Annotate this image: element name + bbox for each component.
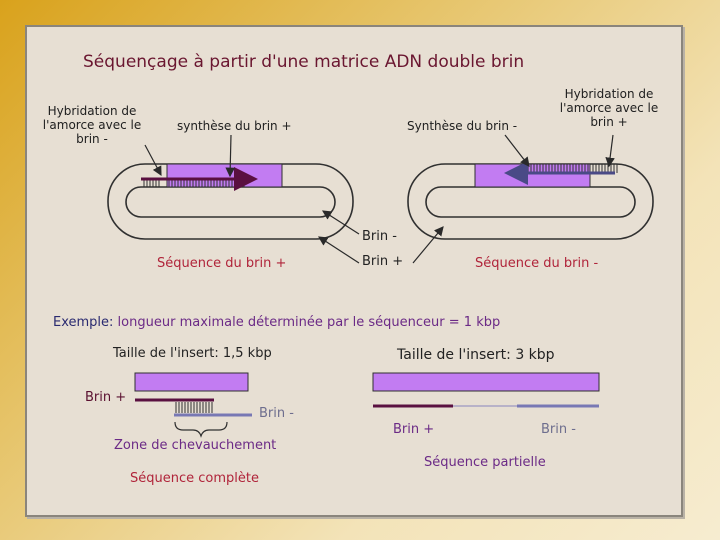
brin-plus-pointer-left [319, 237, 359, 263]
case2-insert-size: Taille de l'insert: 3 kbp [397, 347, 555, 363]
case1-insert-size: Taille de l'insert: 1,5 kbp [113, 347, 272, 362]
example-line: Exemple: longueur maximale déterminée pa… [53, 316, 500, 331]
case2-brin-plus: Brin + [393, 423, 434, 438]
left-hyb-line-1: Hybridation de [35, 105, 149, 119]
left-plasmid [108, 135, 353, 239]
right-plasmid [408, 135, 653, 239]
case1-overlap-brace [175, 422, 227, 436]
page-title: Séquençage à partir d'une matrice ADN do… [83, 53, 524, 73]
case1-graphic [135, 373, 252, 436]
case1-result: Séquence complète [130, 472, 259, 487]
left-sequence-label: Séquence du brin + [157, 257, 286, 272]
case2-result: Séquence partielle [424, 456, 546, 471]
left-hyb-line-2: l'amorce avec le [35, 119, 149, 133]
case1-overlap-label: Zone de chevauchement [114, 439, 276, 454]
right-hyb-pointer [609, 135, 613, 166]
brin-plus-pointer-right [413, 227, 443, 263]
right-hyb-line-2: l'amorce avec le [549, 102, 669, 116]
brin-plus-label: Brin + [362, 255, 403, 270]
brin-minus-pointer [323, 211, 359, 234]
example-text: longueur maximale déterminée par le séqu… [113, 315, 500, 330]
right-hyb-line-3: brin + [549, 116, 669, 130]
example-prefix: Exemple: [53, 315, 113, 330]
case1-brin-plus: Brin + [85, 391, 126, 406]
left-synth-label: synthèse du brin + [177, 120, 292, 134]
case1-brin-minus: Brin - [259, 407, 294, 422]
right-plasmid-inner [426, 187, 635, 217]
slide: Séquençage à partir d'une matrice ADN do… [25, 25, 683, 517]
right-hyb-label: Hybridation de l'amorce avec le brin + [549, 88, 669, 129]
right-sequence-label: Séquence du brin - [475, 257, 598, 272]
case1-insert [135, 373, 248, 391]
left-plasmid-inner [126, 187, 335, 217]
right-synth-pointer [505, 135, 529, 166]
left-hyb-line-3: brin - [35, 133, 149, 147]
case1-overlap-ticks [176, 402, 212, 413]
left-hyb-pointer [145, 145, 161, 175]
right-hyb-line-1: Hybridation de [549, 88, 669, 102]
case2-graphic [373, 373, 599, 406]
right-synth-label: Synthèse du brin - [407, 120, 517, 134]
case2-brin-minus: Brin - [541, 423, 576, 438]
brin-minus-label: Brin - [362, 230, 397, 245]
left-hyb-label: Hybridation de l'amorce avec le brin - [35, 105, 149, 146]
case2-insert [373, 373, 599, 391]
